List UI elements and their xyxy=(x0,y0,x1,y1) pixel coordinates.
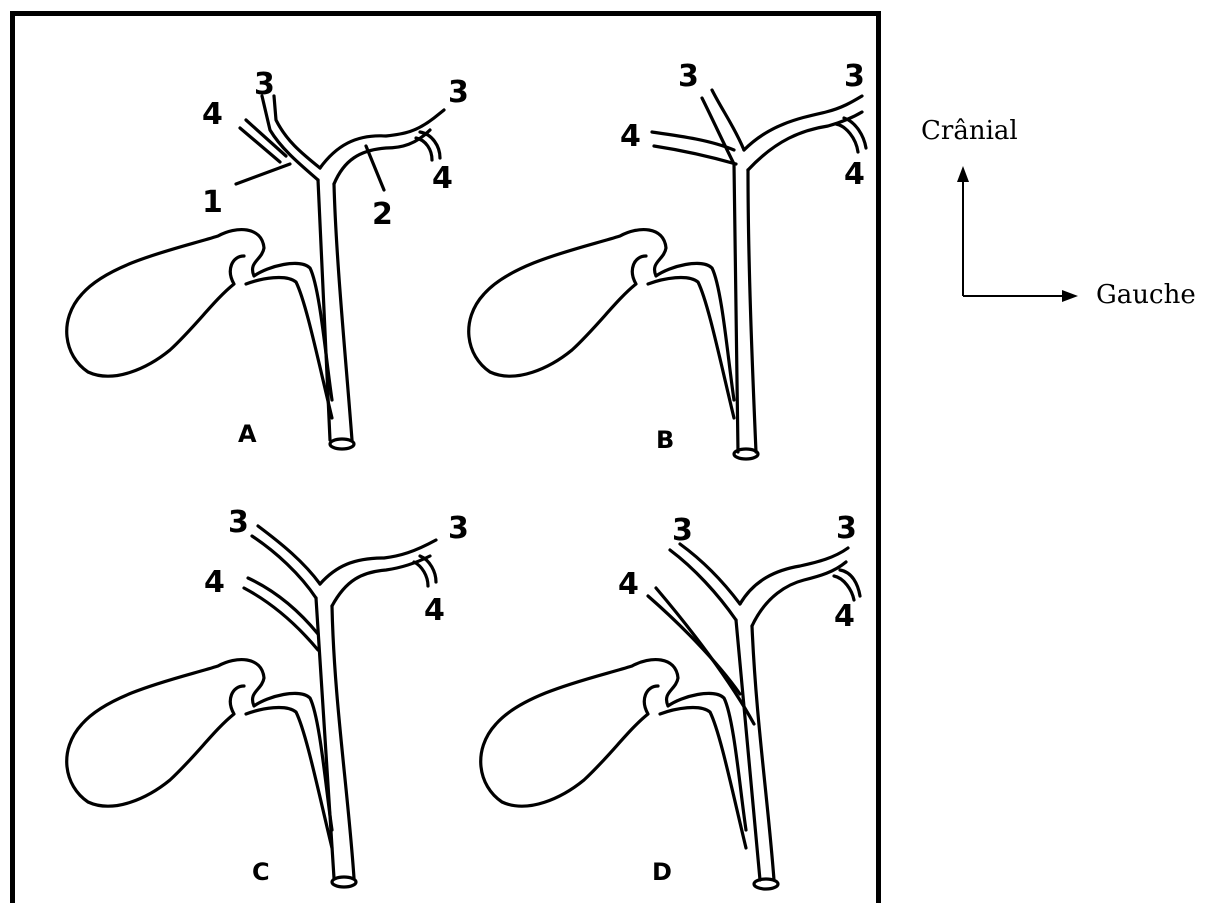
gallbladder-a xyxy=(67,230,332,400)
left-label: Gauche xyxy=(1096,280,1196,310)
panel-c: 3 4 3 4 C xyxy=(67,505,469,887)
panel-letter-d: D xyxy=(652,858,672,886)
panel-d: 3 4 3 4 D xyxy=(481,511,860,889)
label-a-4-right: 4 xyxy=(202,97,223,132)
label-a-3-left: 3 xyxy=(448,75,469,110)
cranial-arrow-icon xyxy=(957,166,969,182)
label-b-3-right: 3 xyxy=(678,59,699,94)
label-b-4-left: 4 xyxy=(844,157,865,192)
cranial-label: Crânial xyxy=(921,116,1018,146)
panel-letter-b: B xyxy=(656,426,674,454)
label-c-3-right: 3 xyxy=(228,505,249,540)
label-a-1: 1 xyxy=(202,185,223,220)
label-d-4-right: 4 xyxy=(618,567,639,602)
panel-b: 3 4 3 4 B xyxy=(469,59,866,459)
label-a-4-left: 4 xyxy=(432,161,453,196)
label-b-4-right: 4 xyxy=(620,119,641,154)
label-d-3-right: 3 xyxy=(672,513,693,548)
label-d-4-left: 4 xyxy=(834,599,855,634)
panel-letter-c: C xyxy=(252,858,270,886)
label-c-4-left: 4 xyxy=(424,593,445,628)
panel-a: 3 4 1 2 3 4 A xyxy=(67,67,469,449)
label-c-4-right: 4 xyxy=(204,565,225,600)
panel-letter-a: A xyxy=(238,420,257,448)
left-arrow-icon xyxy=(1062,290,1078,302)
label-a-3-right: 3 xyxy=(254,67,275,102)
label-c-3-left: 3 xyxy=(448,511,469,546)
orientation-axes xyxy=(957,166,1078,302)
label-a-2: 2 xyxy=(372,197,393,232)
label-d-3-left: 3 xyxy=(836,511,857,546)
label-b-3-left: 3 xyxy=(844,59,865,94)
